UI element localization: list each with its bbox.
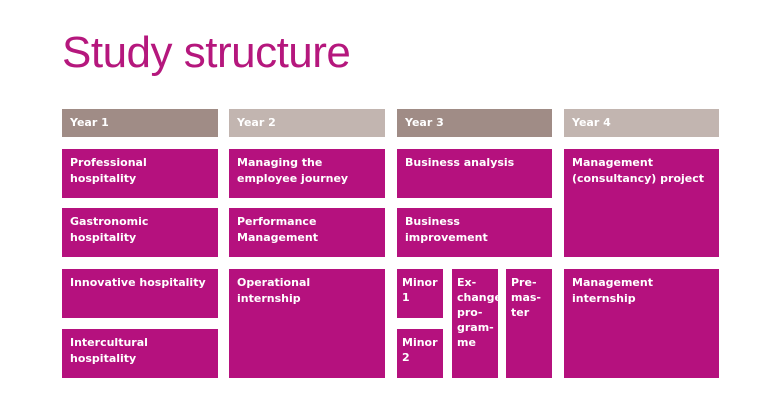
option-exchange-programme: Ex-change pro-gram-me	[452, 269, 502, 378]
option-minor-2: Minor 2	[397, 329, 443, 378]
module-managing-employee-journey: Managing the employee journey	[229, 149, 385, 198]
option-premaster: Pre-mas-ter	[506, 269, 552, 378]
module-professional-hospitality: Professional hospitality	[62, 149, 218, 198]
year-2-header: Year 2	[229, 109, 385, 137]
module-operational-internship: Operational internship	[229, 269, 385, 378]
page-title: Study structure	[62, 28, 351, 77]
year-3-header: Year 3	[397, 109, 552, 137]
module-innovative-hospitality: Innovative hospitality	[62, 269, 218, 318]
year-4-header: Year 4	[564, 109, 719, 137]
module-performance-management: Performance Management	[229, 208, 385, 257]
module-business-analysis: Business analysis	[397, 149, 552, 198]
module-management-consultancy-project: Management (consultancy) project	[564, 149, 719, 257]
module-gastronomic-hospitality: Gastronomic hospitality	[62, 208, 218, 257]
year-1-header: Year 1	[62, 109, 218, 137]
module-business-improvement: Business improvement	[397, 208, 552, 257]
option-minor-1: Minor 1	[397, 269, 443, 318]
module-intercultural-hospitality: Intercultural hospitality	[62, 329, 218, 378]
module-management-internship: Management internship	[564, 269, 719, 378]
